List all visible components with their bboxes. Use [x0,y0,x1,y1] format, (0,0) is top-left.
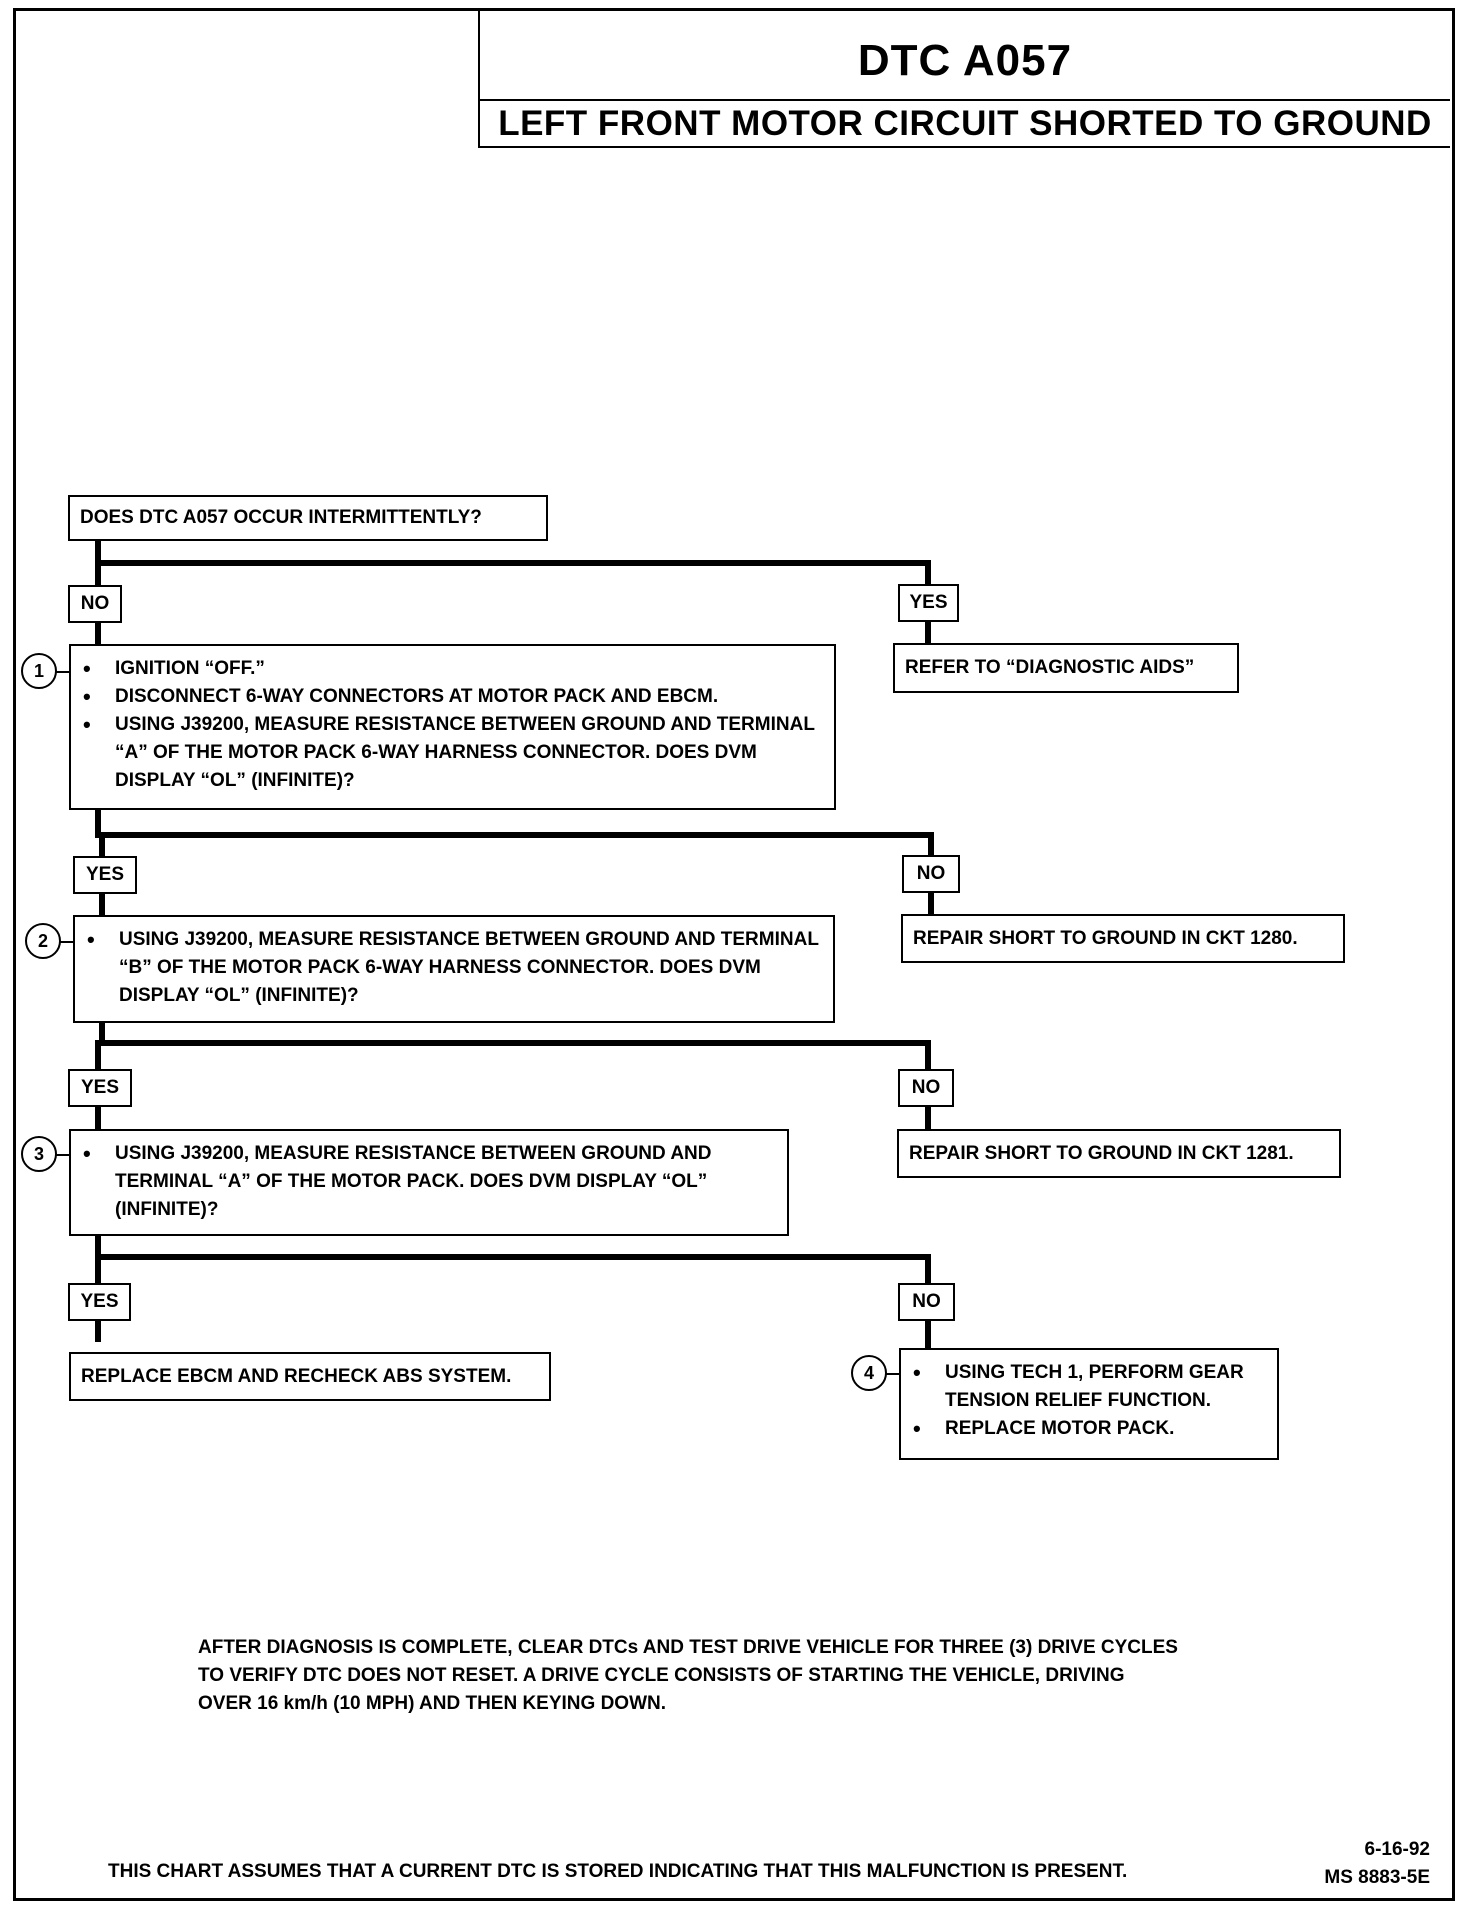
repair-1281-text: REPAIR SHORT TO GROUND IN CKT 1281. [909,1142,1294,1164]
branch-label-yes: YES [898,584,959,622]
step-4-list: USING TECH 1, PERFORM GEAR TENSION RELIE… [901,1350,1277,1452]
connector [99,832,105,857]
title-block: DTC A057 LEFT FRONT MOTOR CIRCUIT SHORTE… [478,8,1450,148]
post-diagnosis-note: AFTER DIAGNOSIS IS COMPLETE, CLEAR DTCs … [198,1637,1178,1714]
connector [95,560,931,566]
connector [95,1106,101,1129]
page-frame [13,8,1455,1901]
branch-label-yes: YES [68,1283,131,1321]
repair-1280-text: REPAIR SHORT TO GROUND IN CKT 1280. [913,927,1298,949]
connector [925,620,931,644]
document-code: MS 8883-5E [1324,1867,1430,1888]
step-item: IGNITION “OFF.” [83,655,824,683]
chart-assumption: THIS CHART ASSUMES THAT A CURRENT DTC IS… [108,1861,1128,1882]
diagnostic-aids-box: REFER TO “DIAGNOSTIC AIDS” [893,643,1239,693]
step-number: 1 [21,653,57,689]
step-1-list: IGNITION “OFF.” DISCONNECT 6-WAY CONNECT… [71,646,834,804]
step-item: USING TECH 1, PERFORM GEAR TENSION RELIE… [913,1359,1267,1415]
start-question: DOES DTC A057 OCCUR INTERMITTENTLY? [80,507,482,528]
document-stamp: 6-16-92 MS 8883-5E [1290,1836,1430,1892]
connector [928,892,934,915]
branch-label-yes: YES [68,1069,132,1107]
title-divider [480,99,1450,101]
branch-label-no: NO [68,585,122,623]
page-title: DTC A057 [857,36,1073,85]
connector [95,1320,101,1342]
connector [928,832,934,856]
branch-label-yes: YES [73,856,137,894]
step-2-box: USING J39200, MEASURE RESISTANCE BETWEEN… [73,915,835,1023]
step-3-box: USING J39200, MEASURE RESISTANCE BETWEEN… [69,1129,789,1236]
step-2-list: USING J39200, MEASURE RESISTANCE BETWEEN… [75,917,833,1019]
connector [95,1234,101,1259]
connector [95,1040,101,1070]
connector [95,540,101,565]
connector [925,1040,931,1070]
step-item: REPLACE MOTOR PACK. [913,1415,1267,1443]
step-number: 3 [21,1136,57,1172]
branch-label-no: NO [902,855,960,893]
step-item: USING J39200, MEASURE RESISTANCE BETWEEN… [83,1140,777,1224]
step-1-box: IGNITION “OFF.” DISCONNECT 6-WAY CONNECT… [69,644,836,810]
step-number: 4 [851,1355,887,1391]
step-3-list: USING J39200, MEASURE RESISTANCE BETWEEN… [71,1131,787,1233]
step-item: USING J39200, MEASURE RESISTANCE BETWEEN… [83,711,824,795]
step-leader [60,941,75,943]
step-4-box: USING TECH 1, PERFORM GEAR TENSION RELIE… [899,1348,1279,1460]
branch-label-no: NO [898,1069,954,1107]
diagnostic-aids-text: REFER TO “DIAGNOSTIC AIDS” [905,657,1195,678]
connector [95,832,934,838]
step-leader [56,1154,71,1156]
step-item: DISCONNECT 6-WAY CONNECTORS AT MOTOR PAC… [83,683,824,711]
repair-1280-box: REPAIR SHORT TO GROUND IN CKT 1280. [901,914,1345,963]
repair-1281-box: REPAIR SHORT TO GROUND IN CKT 1281. [897,1129,1341,1178]
step-item: USING J39200, MEASURE RESISTANCE BETWEEN… [87,926,823,1010]
connector [95,1040,931,1046]
connector [99,1021,105,1046]
step-number: 2 [25,923,61,959]
connector [95,1254,931,1260]
branch-label-no: NO [898,1283,955,1321]
connector [95,808,101,838]
start-question-box: DOES DTC A057 OCCUR INTERMITTENTLY? [68,495,548,541]
connector [925,1254,931,1284]
connector [925,1106,931,1129]
connector [95,622,101,644]
connector [95,1254,101,1284]
replace-ebcm-box: REPLACE EBCM AND RECHECK ABS SYSTEM. [69,1352,551,1401]
connector [95,560,101,585]
step-leader [56,671,71,673]
connector [99,893,105,915]
replace-ebcm-text: REPLACE EBCM AND RECHECK ABS SYSTEM. [81,1365,512,1387]
connector [925,1320,931,1348]
page-subtitle: LEFT FRONT MOTOR CIRCUIT SHORTED TO GROU… [498,104,1432,143]
document-date: 6-16-92 [1364,1839,1431,1860]
connector [925,560,931,585]
step-leader [886,1373,899,1375]
